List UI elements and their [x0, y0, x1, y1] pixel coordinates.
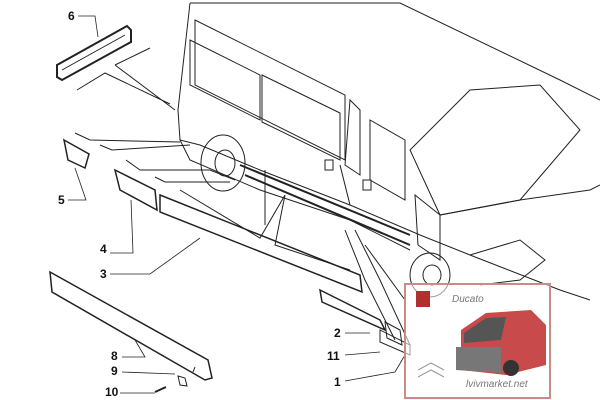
- callout-8: 8: [111, 349, 118, 363]
- callout-1: 1: [334, 375, 341, 389]
- part-6-plate: [56, 24, 176, 111]
- part-5-flap: [62, 132, 236, 183]
- part-2-11-1: [319, 229, 411, 356]
- callout-10: 10: [105, 385, 119, 399]
- callout-4: 4: [100, 242, 107, 256]
- watermark-site: lvivmarket.net: [466, 379, 528, 390]
- callout-11: 11: [327, 349, 340, 363]
- callout-2: 2: [334, 326, 341, 340]
- callout-9: 9: [111, 364, 118, 378]
- callout-5: 5: [58, 193, 65, 207]
- part-4-moulding: [113, 168, 158, 212]
- part-8-lower-moulding: [49, 270, 213, 381]
- watermark: Ducato lvivmarket.net: [404, 283, 551, 399]
- brand-logo-icon: [416, 291, 430, 307]
- leader-lines: [68, 15, 406, 394]
- part-9-clip: [177, 375, 188, 387]
- van-body: [177, 2, 600, 301]
- callout-3: 3: [100, 267, 107, 281]
- callout-6: 6: [68, 9, 75, 23]
- van-photo: [417, 310, 546, 378]
- part-3-sill-moulding: [159, 189, 363, 294]
- part-10-screw: [154, 386, 167, 393]
- watermark-model: Ducato: [452, 294, 484, 305]
